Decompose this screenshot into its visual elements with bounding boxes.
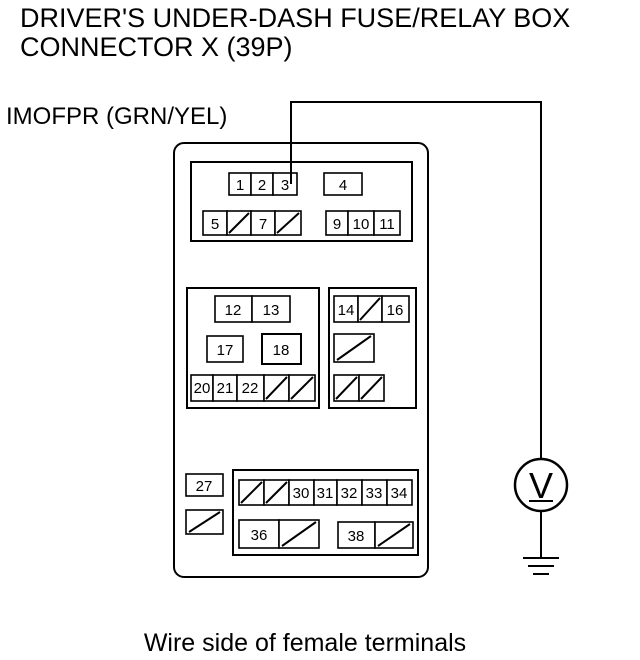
terminal-33: 33 — [361, 479, 388, 506]
svg-text:16: 16 — [387, 302, 404, 319]
terminal-17: 17 — [206, 335, 244, 363]
svg-text:17: 17 — [217, 342, 234, 359]
terminal-2: 2 — [250, 172, 274, 196]
svg-text:30: 30 — [293, 485, 310, 502]
svg-text:33: 33 — [366, 485, 383, 502]
terminal-15-blank — [357, 295, 383, 323]
voltmeter-label: V — [529, 465, 553, 506]
title-line-2: CONNECTOR X (39P) — [20, 32, 293, 62]
terminal-11: 11 — [373, 210, 401, 236]
terminal-10: 10 — [347, 210, 375, 236]
svg-text:38: 38 — [348, 528, 365, 545]
svg-text:36: 36 — [251, 527, 268, 544]
svg-text:1: 1 — [236, 177, 244, 194]
terminal-31: 31 — [313, 479, 338, 506]
terminal-34: 34 — [386, 479, 413, 506]
terminal-21: 21 — [212, 374, 238, 402]
terminal-26-blank — [358, 374, 385, 402]
svg-text:34: 34 — [391, 485, 408, 502]
terminal-39-blank — [374, 521, 414, 549]
ground-icon — [523, 557, 559, 575]
terminal-23-blank — [263, 374, 290, 402]
svg-text:14: 14 — [338, 302, 355, 319]
svg-text:12: 12 — [225, 302, 242, 319]
terminal-32: 32 — [336, 479, 363, 506]
terminal-20: 20 — [190, 374, 214, 402]
terminal-16: 16 — [381, 295, 410, 323]
terminal-29a-blank — [238, 479, 265, 506]
terminal-28-blank — [185, 509, 224, 535]
svg-text:9: 9 — [333, 216, 341, 233]
terminal-9: 9 — [325, 210, 349, 236]
diagram-caption: Wire side of female terminals — [144, 629, 466, 657]
svg-text:20: 20 — [194, 380, 211, 397]
svg-text:7: 7 — [259, 216, 267, 233]
svg-text:18: 18 — [273, 342, 290, 359]
terminal-22: 22 — [236, 374, 265, 402]
terminal-24-blank — [288, 374, 316, 402]
terminal-25-blank — [333, 374, 360, 402]
svg-text:32: 32 — [341, 485, 358, 502]
terminal-3: 3 — [272, 172, 298, 196]
svg-text:5: 5 — [211, 216, 219, 233]
terminal-1: 1 — [228, 172, 252, 196]
terminal-19-blank — [333, 333, 375, 363]
terminal-29b-blank — [263, 479, 290, 506]
svg-text:4: 4 — [339, 177, 347, 194]
svg-text:3: 3 — [281, 177, 289, 194]
svg-text:10: 10 — [353, 216, 370, 233]
terminal-12: 12 — [214, 295, 253, 323]
terminal-14: 14 — [333, 295, 359, 323]
svg-text:27: 27 — [196, 478, 213, 495]
terminal-18: 18 — [261, 333, 302, 365]
terminal-27: 27 — [185, 473, 224, 497]
wire-label: IMOFPR (GRN/YEL) — [6, 103, 227, 130]
probe-wire — [290, 101, 542, 459]
terminal-36: 36 — [238, 519, 280, 549]
terminal-5: 5 — [202, 210, 228, 236]
svg-text:11: 11 — [379, 216, 395, 233]
terminal-8-blank — [274, 210, 302, 236]
voltmeter-icon: V — [513, 457, 569, 513]
svg-text:21: 21 — [217, 380, 234, 397]
title-line-1: DRIVER'S UNDER-DASH FUSE/RELAY BOX — [20, 3, 570, 33]
terminal-38: 38 — [337, 521, 376, 549]
svg-text:22: 22 — [242, 380, 259, 397]
terminal-13: 13 — [251, 295, 291, 323]
terminal-4: 4 — [323, 172, 363, 196]
svg-text:2: 2 — [258, 177, 266, 194]
terminal-7: 7 — [250, 210, 276, 236]
terminal-6-blank — [226, 210, 252, 236]
svg-text:13: 13 — [263, 302, 280, 319]
terminal-37-blank — [278, 519, 320, 549]
terminal-30: 30 — [288, 479, 315, 506]
svg-text:31: 31 — [317, 485, 334, 502]
